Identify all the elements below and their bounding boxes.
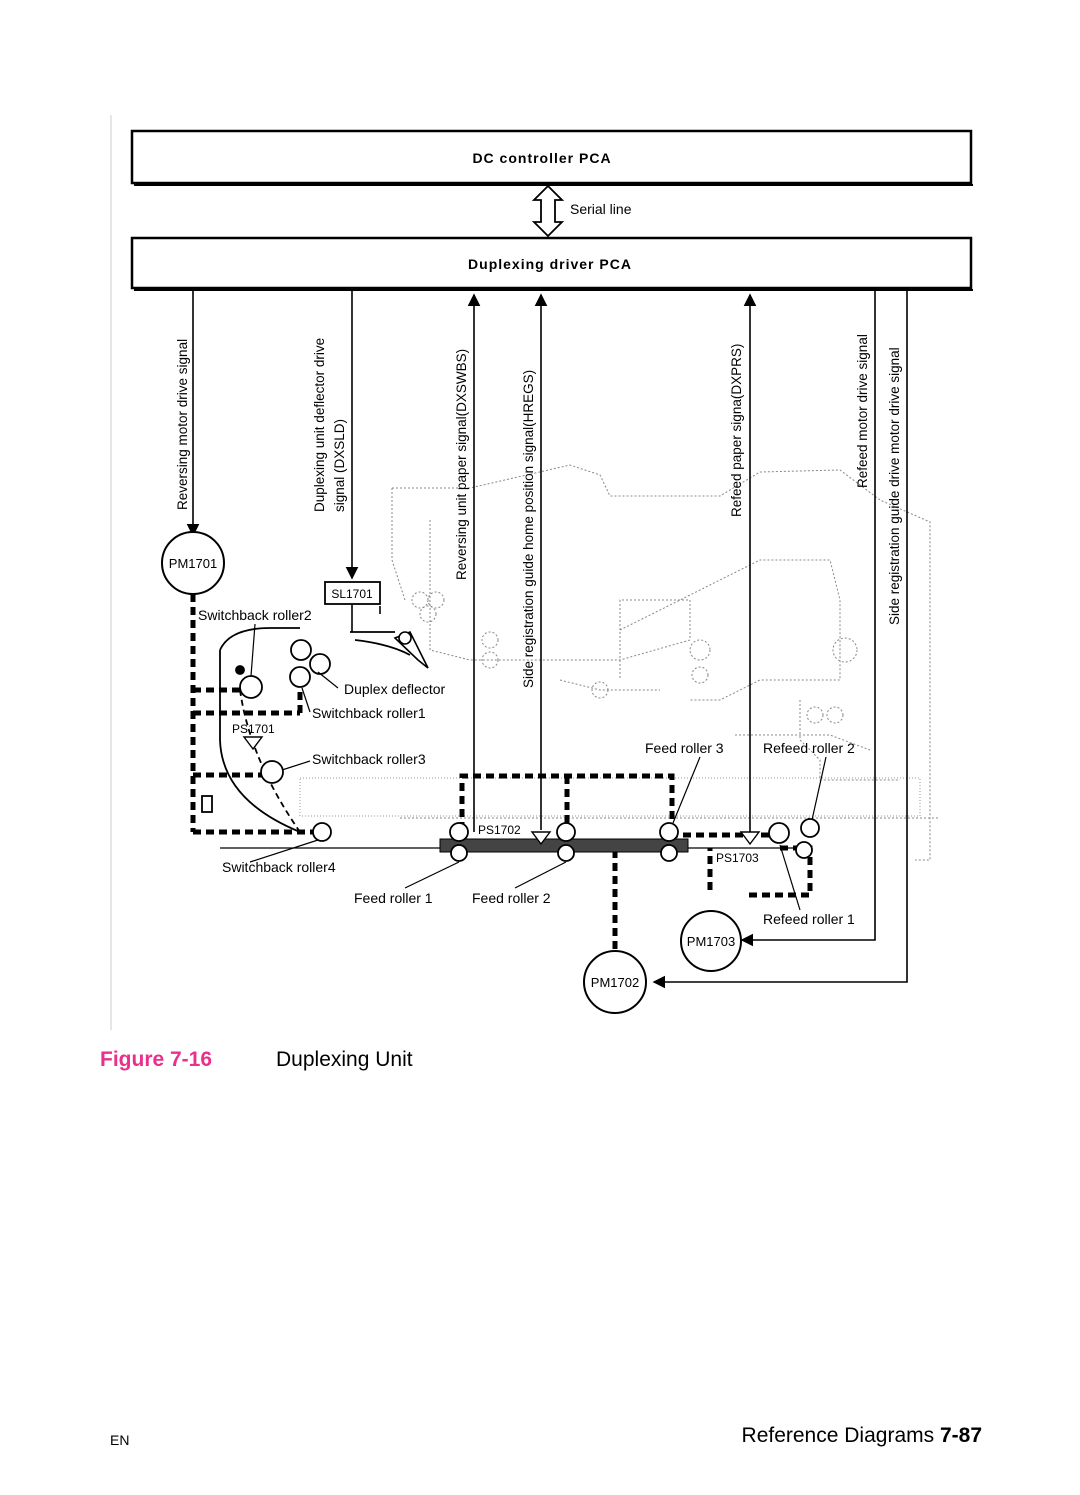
switchback-roller3 xyxy=(260,760,284,784)
dc-controller-box: DC controller PCA xyxy=(130,129,973,186)
rollers xyxy=(235,639,820,862)
motor-pm1702: PM1702 xyxy=(583,950,647,1014)
solenoid-sl1701: SL1701 xyxy=(324,581,381,632)
duplexing-driver-label: Duplexing driver PCA xyxy=(468,256,632,272)
refeed-roller-2-label: Refeed roller 2 xyxy=(763,740,855,756)
feed-roller2-top xyxy=(556,822,576,842)
feed-roller3-top xyxy=(659,822,679,842)
switchback-roller1-c xyxy=(289,666,311,688)
feed-roller-3-label: Feed roller 3 xyxy=(645,740,724,756)
svg-text:PS1701: PS1701 xyxy=(232,722,275,736)
deflector-drive-label-1: Duplexing unit deflector drive xyxy=(312,338,327,512)
sensor-ps1703: PS1703 xyxy=(716,831,761,865)
refeed-roller2-a xyxy=(800,818,820,838)
switchback-roller4 xyxy=(312,822,332,842)
figure-number: Figure 7-16 xyxy=(100,1048,213,1071)
feed-roller3-bottom xyxy=(660,844,678,862)
footer-language: EN xyxy=(110,1432,130,1448)
switchback-roller1-b xyxy=(309,653,331,675)
duplexing-unit-diagram: DC controller PCA Serial line Duplexing … xyxy=(110,115,973,1030)
signal-lines xyxy=(186,290,908,989)
sensor-ps1701: PS1701 xyxy=(232,722,275,751)
duplexing-driver-box: Duplexing driver PCA xyxy=(130,236,973,291)
component-labels: Switchback roller2 Duplex deflector Swit… xyxy=(198,607,855,927)
motor-pm1701: PM1701 xyxy=(161,531,225,595)
feed-roller1-top xyxy=(449,822,469,842)
switchback-roller3-label: Switchback roller3 xyxy=(312,751,426,767)
footer-page-number: 7-87 xyxy=(939,1424,982,1447)
feed-roller-1-label: Feed roller 1 xyxy=(354,890,433,906)
deflector-drive-label-2: signal (DXSLD) xyxy=(332,419,347,512)
serial-line-arrow: Serial line xyxy=(531,184,632,238)
switchback-path xyxy=(201,627,411,833)
switchback-roller2-label: Switchback roller2 xyxy=(198,607,312,623)
svg-text:PS1703: PS1703 xyxy=(716,851,759,865)
feed-roller1-bottom xyxy=(450,844,468,862)
svg-text:PM1701: PM1701 xyxy=(169,556,217,571)
refeed-paper-signal-label: Refeed paper signa(DXPRS) xyxy=(729,344,744,517)
figure-title: Duplexing Unit xyxy=(276,1048,413,1071)
side-reg-motor-signal-label: Side registration guide drive motor driv… xyxy=(887,347,902,625)
motor-pm1703: PM1703 xyxy=(680,910,742,972)
refeed-roller2-b xyxy=(795,841,813,859)
refeed-motor-signal-label: Refeed motor drive signal xyxy=(855,334,870,488)
duplex-deflector-label: Duplex deflector xyxy=(344,681,446,697)
feed-roller2-bottom xyxy=(557,844,575,862)
figure-caption: Figure 7-16 Duplexing Unit xyxy=(100,1048,413,1072)
reversing-motor-signal-label: Reversing motor drive signal xyxy=(175,339,190,510)
dc-controller-label: DC controller PCA xyxy=(472,150,611,166)
duplex-deflector xyxy=(393,630,429,669)
printer-outline xyxy=(299,464,940,861)
signal-labels: Reversing motor drive signal Duplexing u… xyxy=(175,334,902,688)
leader-lines xyxy=(249,623,827,911)
switchback-roller4-label: Switchback roller4 xyxy=(222,859,336,875)
svg-text:SL1701: SL1701 xyxy=(331,587,373,601)
sensor-ps1702: PS1702 xyxy=(478,823,552,846)
footer-page-ref: Reference Diagrams 7-87 xyxy=(742,1424,982,1448)
serial-line-label: Serial line xyxy=(570,201,632,217)
svg-text:PS1702: PS1702 xyxy=(478,823,521,837)
side-reg-home-signal-label: Side registration guide home position si… xyxy=(521,370,536,688)
switchback-roller2 xyxy=(239,675,263,699)
footer-section: Reference Diagrams xyxy=(741,1424,935,1447)
svg-text:PM1702: PM1702 xyxy=(591,975,639,990)
reversing-paper-signal-label: Reversing unit paper signal(DXSWBS) xyxy=(454,349,469,580)
refeed-roller1 xyxy=(768,822,790,844)
svg-text:PM1703: PM1703 xyxy=(687,934,735,949)
feed-roller-2-label: Feed roller 2 xyxy=(472,890,551,906)
switchback-roller1-label: Switchback roller1 xyxy=(312,705,426,721)
refeed-roller-1-label: Refeed roller 1 xyxy=(763,911,855,927)
switchback-roller1-a xyxy=(290,639,312,661)
